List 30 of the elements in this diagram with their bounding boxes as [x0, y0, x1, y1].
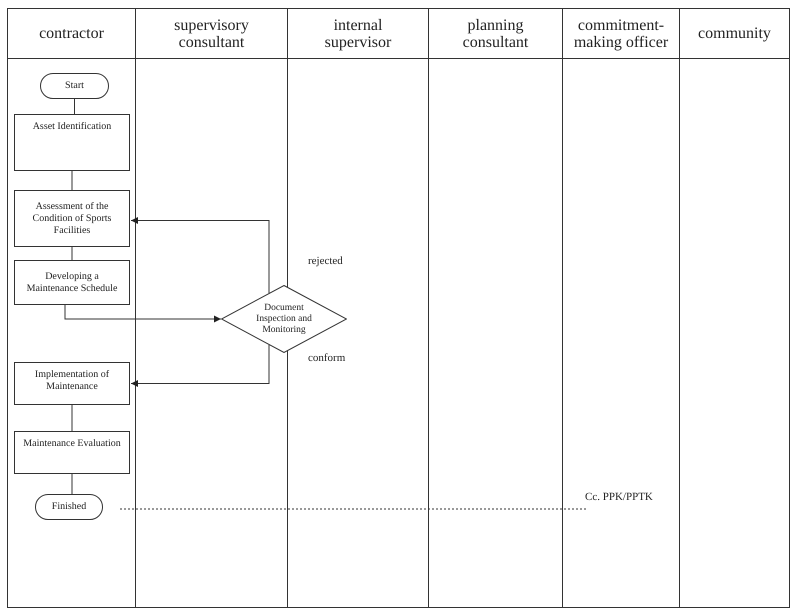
decision-label: Document Inspection and Monitoring [255, 302, 313, 336]
terminator-box [40, 73, 109, 99]
step-label: Developing a Maintenance Schedule [26, 270, 118, 294]
process-box [14, 362, 130, 405]
process-box [14, 260, 130, 305]
lane-header: commitment-making officer [572, 16, 670, 50]
lane-header: contractor [39, 25, 104, 42]
process-box [14, 431, 130, 474]
arrow [64, 304, 222, 322]
lane-header: community [698, 25, 771, 42]
edge-label: rejected [308, 255, 343, 267]
decision-diamond [221, 285, 347, 353]
step-label: Implementation of Maintenance [34, 369, 110, 393]
step-label: Start [65, 80, 84, 92]
step-label: Assessment of the Condition of Sports Facilities [32, 200, 112, 236]
dotted-line [120, 508, 588, 510]
step-label: Maintenance Evaluation [23, 438, 121, 450]
lane-header: planning consultant [462, 16, 530, 50]
annotation-text: Cc. PPK/PPTK [585, 491, 665, 503]
edge-label: conform [308, 352, 346, 364]
arrow [130, 344, 270, 387]
lane-header: internal supervisor [324, 16, 392, 50]
process-box [14, 114, 130, 171]
step-label: Finished [52, 501, 86, 513]
connector-line [74, 98, 75, 114]
lane-header: supervisory consultant [173, 16, 250, 50]
process-box [14, 190, 130, 247]
terminator-box [35, 494, 103, 520]
step-label: Asset Identification [32, 121, 112, 133]
arrow [130, 217, 270, 294]
